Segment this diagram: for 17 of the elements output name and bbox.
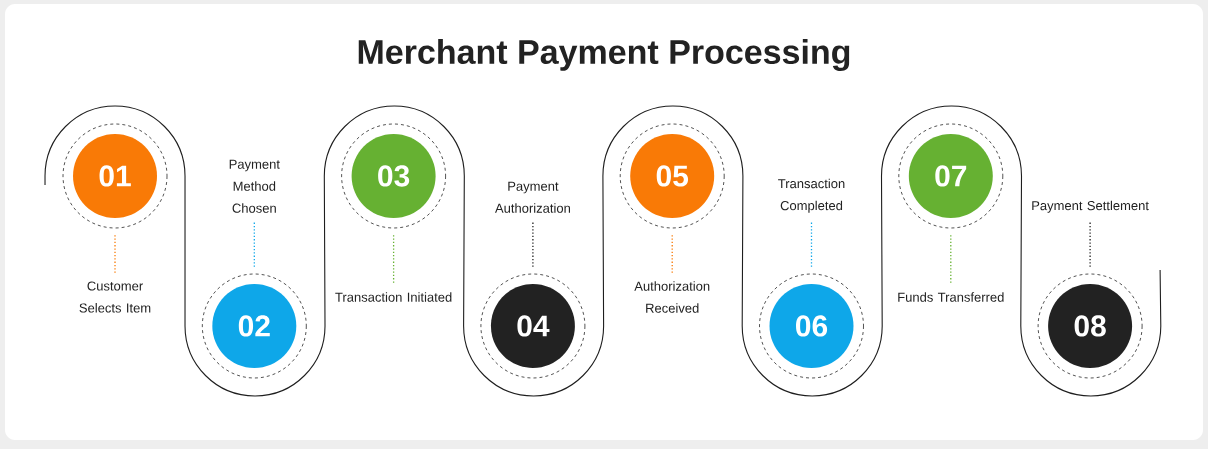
dotted-connector bbox=[1089, 220, 1091, 268]
step-label: Payment Settlement bbox=[1032, 200, 1149, 213]
dotted-connector bbox=[253, 220, 255, 268]
step-label: Customer Selects Item bbox=[79, 281, 151, 313]
step-label: Authorization Received bbox=[634, 281, 710, 313]
step-label: Transaction Initiated bbox=[335, 292, 452, 302]
dotted-connector bbox=[532, 220, 534, 268]
step-label: Payment Authorization bbox=[495, 181, 570, 213]
step-label: Funds Transferred bbox=[898, 292, 1004, 302]
dotted-connector bbox=[810, 220, 813, 268]
dotted-connector bbox=[671, 234, 673, 274]
step-label: Payment Method Chosen bbox=[229, 159, 280, 213]
dotted-connector bbox=[114, 234, 116, 274]
dotted-connector bbox=[950, 234, 952, 285]
step-label: Transaction Completed bbox=[778, 178, 845, 213]
dotted-connector bbox=[392, 234, 395, 285]
title: Merchant Payment Processing bbox=[358, 39, 850, 71]
